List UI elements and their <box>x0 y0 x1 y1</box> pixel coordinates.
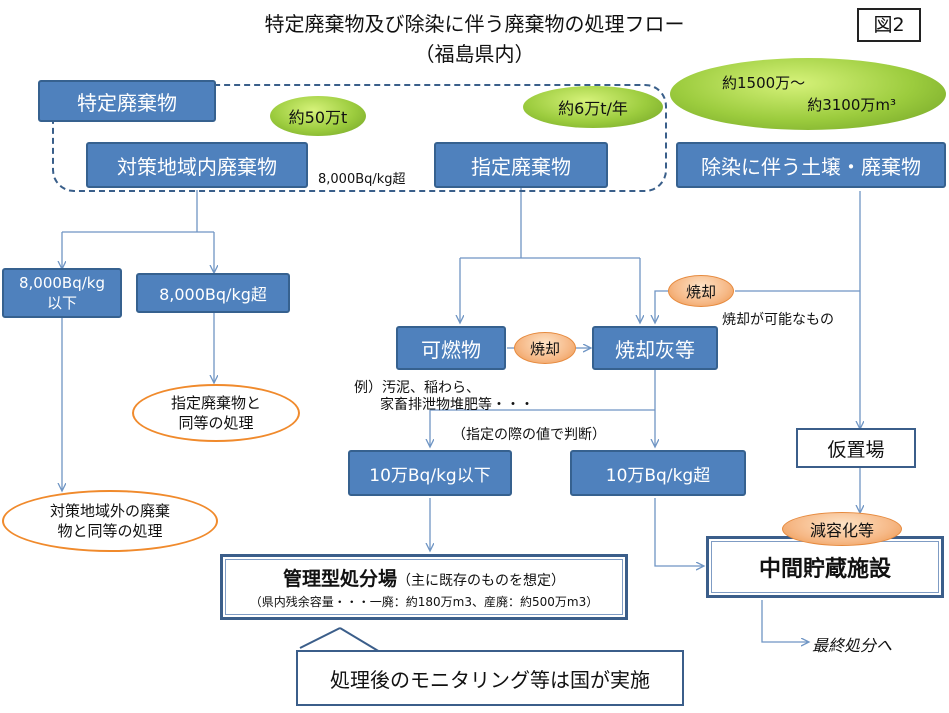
chukan-chozo-box: 中間貯蔵施設 <box>706 536 944 598</box>
tokutei-haikibutsu-box: 特定廃棄物 <box>38 80 216 122</box>
shitei-amount-bubble: 約6万t/年 <box>523 86 663 128</box>
shitei-doutou-oval: 指定廃棄物と 同等の処理 <box>132 384 300 442</box>
josen-amount-bubble: 約1500万～ 約3100万m³ <box>670 58 946 130</box>
shokyaku-kanou-label: 焼却が可能なもの <box>722 312 834 328</box>
josen-amount-line1: 約1500万～ <box>722 74 806 92</box>
josen-dojo-box: 除染に伴う土壌・廃棄物 <box>676 142 946 188</box>
shokyaku-oval-2: 焼却 <box>668 275 734 307</box>
kanrigata-paren: （主に既存のものを想定） <box>397 573 565 589</box>
above-8000-box: 8,000Bq/kg超 <box>136 273 290 313</box>
shokyakubai-box: 焼却灰等 <box>592 326 718 370</box>
example-line1: 例）汚泥、稲わら、 <box>354 380 480 396</box>
saishu-shobun-label: 最終処分へ <box>812 636 893 655</box>
below-8000-box: 8,000Bq/kg 以下 <box>2 268 122 318</box>
kanenbutsu-box: 可燃物 <box>396 326 506 370</box>
below-10man-box: 10万Bq/kg以下 <box>348 450 512 496</box>
monitoring-callout: 処理後のモニタリング等は国が実施 <box>296 650 684 706</box>
above-10man-box: 10万Bq/kg超 <box>570 450 746 496</box>
shitei-haikibutsu-box: 指定廃棄物 <box>434 142 608 188</box>
shokyaku-oval-1: 焼却 <box>514 332 576 364</box>
taisaku-amount-bubble: 約50万t <box>270 96 366 136</box>
josen-amount-line2: 約3100万m³ <box>807 96 896 114</box>
kanrigata-capacity-note: （県内残余容量・・・一廃：約180万m3、産廃：約500万m3） <box>249 595 599 609</box>
figure-label: 図2 <box>857 8 921 42</box>
genyou-oval: 減容化等 <box>782 512 902 546</box>
tokutei-group-frame <box>52 84 667 192</box>
page-subtitle: （福島県内） <box>414 42 535 66</box>
kanrigata-title: 管理型処分場 <box>282 568 397 590</box>
page-title: 特定廃棄物及び除染に伴う廃棄物の処理フロー <box>264 12 685 36</box>
taisaku-gai-oval: 対策地域外の廃棄 物と同等の処理 <box>2 490 218 552</box>
threshold-label: 8,000Bq/kg超 <box>318 172 406 187</box>
example-line2: 家畜排泄物堆肥等・・・ <box>380 397 534 413</box>
karioki-box: 仮置場 <box>796 428 916 468</box>
taisaku-chiiki-box: 対策地域内廃棄物 <box>86 142 308 188</box>
shitei-judge-label: （指定の際の値で判断） <box>452 427 606 443</box>
kanrigata-shobunjo-box: 管理型処分場（主に既存のものを想定） （県内残余容量・・・一廃：約180万m3、… <box>220 554 628 620</box>
